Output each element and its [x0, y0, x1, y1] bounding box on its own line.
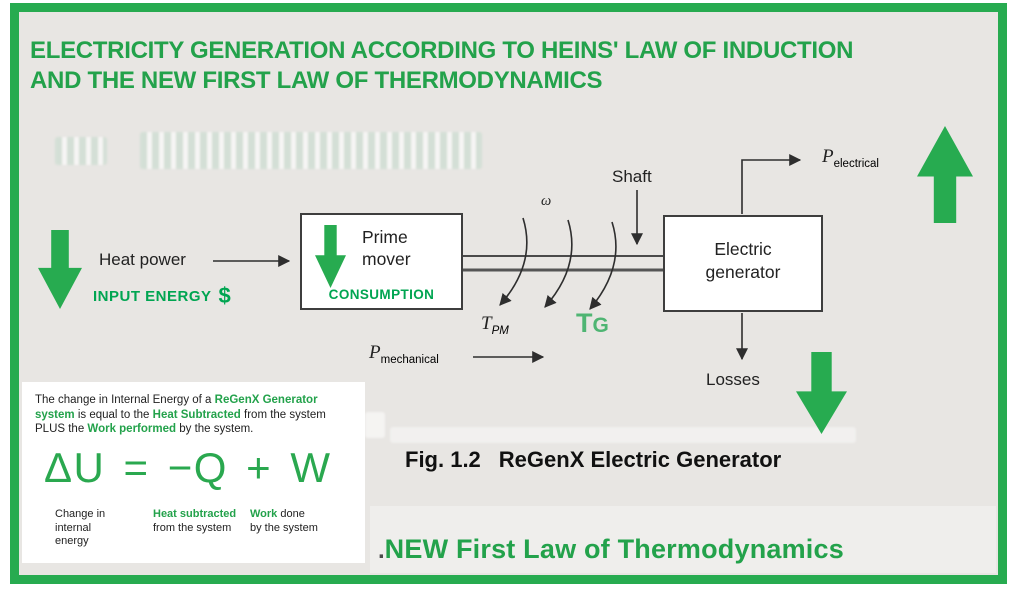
prime-mover-label: Prime mover: [362, 227, 411, 269]
first-law-formula-box: The change in Internal Energy of a ReGen…: [22, 382, 365, 563]
erased-text-ghost-3: [390, 427, 856, 443]
consumption-label: CONSUMPTION: [328, 287, 435, 302]
dollar-sign: $: [218, 283, 232, 308]
delta-u-equation: ΔU = −Q + W: [44, 444, 332, 491]
page-title: ELECTRICITY GENERATION ACCORDING TO HEIN…: [30, 36, 853, 96]
consumption-down-arrow-icon: [315, 225, 346, 288]
torque-generator-label: TG: [576, 308, 609, 338]
p-electrical-label: Pelectrical: [822, 146, 879, 170]
p-mechanical-label: Pmechanical: [369, 342, 439, 366]
figure-title: ReGenX Electric Generator: [498, 447, 782, 472]
heat-power-label: Heat power: [99, 250, 186, 269]
equation-term-change-label: Change in internal energy: [55, 508, 106, 547]
figure-caption: Fig. 1.2 ReGenX Electric Generator: [405, 447, 781, 473]
equation-term-heat-label: Heat subtracted from the system: [153, 508, 237, 534]
new-first-law-heading: .NEW First Law of Thermodynamics: [378, 534, 844, 564]
formula-description: The change in Internal Energy of a ReGen…: [35, 394, 326, 435]
title-line-2: AND THE NEW FIRST LAW OF THERMODYNAMICS: [30, 67, 603, 94]
title-line-1: ELECTRICITY GENERATION ACCORDING TO HEIN…: [30, 37, 854, 64]
erased-text-ghost-4: [365, 412, 385, 438]
figure-number: Fig. 1.2: [405, 447, 481, 472]
input-energy-label: INPUT ENERGY $: [93, 283, 231, 309]
equation-term-work-label: Work done by the system: [250, 508, 318, 534]
electric-generator-label: Electric generator: [705, 239, 781, 282]
footer-highlight-strip: [370, 506, 996, 573]
prime-mover-box: Prime mover CONSUMPTION: [300, 213, 463, 310]
erased-text-ghost-1: [55, 137, 107, 165]
shaft-label: Shaft: [612, 167, 652, 186]
torque-pm-label: TPM: [481, 313, 509, 337]
input-energy-text: INPUT ENERGY: [93, 288, 212, 305]
electric-generator-box: Electric generator: [663, 215, 823, 312]
omega-label: ω: [541, 193, 552, 209]
losses-label: Losses: [706, 370, 760, 389]
erased-text-ghost-2: [140, 132, 482, 169]
